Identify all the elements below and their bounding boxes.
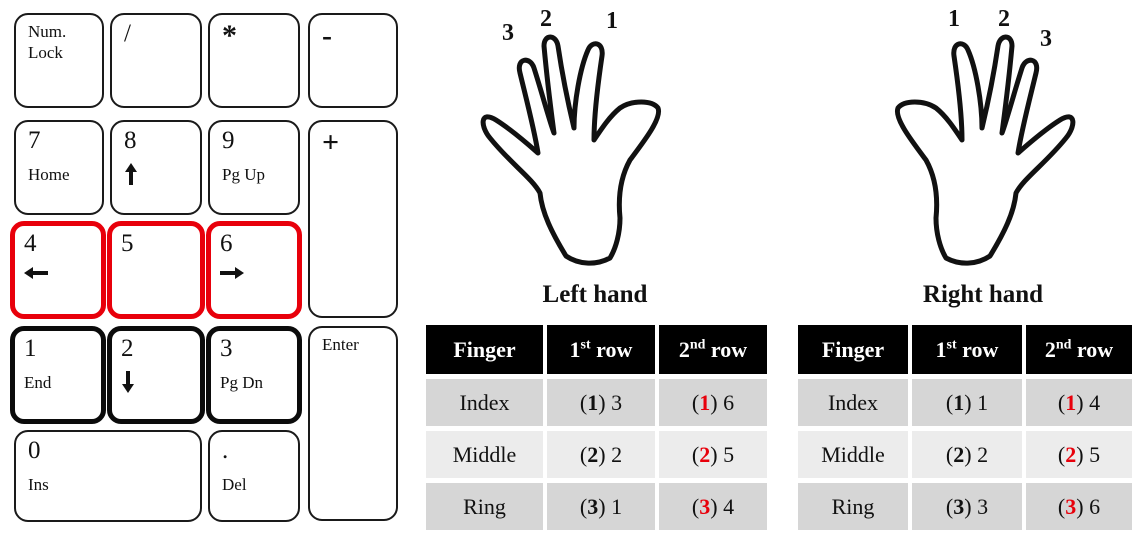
right-hand-title: Right hand <box>922 281 1044 308</box>
table-row: Ring (3) 3 (3) 6 <box>798 483 1132 530</box>
minus-key[interactable]: - <box>308 13 398 108</box>
second-row-cell: (2) 5 <box>1026 431 1132 478</box>
key-8[interactable]: 8 <box>110 120 202 215</box>
left-hand-table: Finger 1st row 2nd row Index (1) 3 (1) 6… <box>422 320 771 535</box>
key-4-label: 4 <box>24 230 37 257</box>
left-hand-icon <box>480 34 662 266</box>
finger-name: Ring <box>798 483 908 530</box>
key-0-label: 0 <box>28 437 41 464</box>
table-row: Index (1) 3 (1) 6 <box>426 379 767 426</box>
second-row-cell: (3) 4 <box>659 483 767 530</box>
finger-name: Middle <box>798 431 908 478</box>
header-finger: Finger <box>798 325 908 374</box>
table-row: Ring (3) 1 (3) 4 <box>426 483 767 530</box>
down-arrow-icon <box>122 371 134 393</box>
right-hand-table: Finger 1st row 2nd row Index (1) 1 (1) 4… <box>794 320 1136 535</box>
key-7[interactable]: 7 Home <box>14 120 104 215</box>
first-row-cell: (2) 2 <box>912 431 1022 478</box>
finger-name: Middle <box>426 431 543 478</box>
key-3-label: 3 <box>220 335 233 362</box>
decimal-key[interactable]: . Del <box>208 430 300 522</box>
key-3-sublabel: Pg Dn <box>220 373 263 392</box>
key-9-label: 9 <box>222 127 235 154</box>
table-header-row: Finger 1st row 2nd row <box>426 325 767 374</box>
right-arrow-icon <box>220 267 244 279</box>
second-row-cell: (3) 6 <box>1026 483 1132 530</box>
plus-key[interactable]: + <box>308 120 398 318</box>
key-7-label: 7 <box>28 127 41 154</box>
left-arrow-icon <box>24 267 48 279</box>
header-second-row: 2nd row <box>659 325 767 374</box>
header-first-row: 1st row <box>912 325 1022 374</box>
slash-label: / <box>124 20 131 47</box>
header-second-row: 2nd row <box>1026 325 1132 374</box>
key-2[interactable]: 2 <box>107 326 205 424</box>
table-row: Index (1) 1 (1) 4 <box>798 379 1132 426</box>
key-9[interactable]: 9 Pg Up <box>208 120 300 215</box>
key-4[interactable]: 4 <box>10 221 106 319</box>
first-row-cell: (3) 3 <box>912 483 1022 530</box>
key-0[interactable]: 0 Ins <box>14 430 202 522</box>
enter-label: Enter <box>322 335 359 354</box>
header-first-row: 1st row <box>547 325 655 374</box>
table-row: Middle (2) 2 (2) 5 <box>426 431 767 478</box>
key-0-sublabel: Ins <box>28 475 49 494</box>
left-ring-finger-label: 3 <box>502 20 514 46</box>
key-9-sublabel: Pg Up <box>222 165 265 184</box>
key-1-sublabel: End <box>24 373 52 392</box>
key-5[interactable]: 5 <box>107 221 205 319</box>
finger-name: Index <box>426 379 543 426</box>
key-3[interactable]: 3 Pg Dn <box>206 326 302 424</box>
key-8-label: 8 <box>124 127 137 154</box>
decimal-label: . <box>222 437 229 464</box>
enter-key[interactable]: Enter <box>308 326 398 521</box>
key-1[interactable]: 1 End <box>10 326 106 424</box>
second-row-cell: (1) 6 <box>659 379 767 426</box>
minus-label: - <box>322 19 332 52</box>
right-middle-finger-label: 2 <box>998 6 1010 32</box>
key-5-label: 5 <box>121 230 134 257</box>
table-row: Middle (2) 2 (2) 5 <box>798 431 1132 478</box>
key-2-label: 2 <box>121 335 134 362</box>
first-row-cell: (2) 2 <box>547 431 655 478</box>
key-6[interactable]: 6 <box>206 221 302 319</box>
key-1-label: 1 <box>24 335 37 362</box>
left-hand-title: Left hand <box>542 281 648 308</box>
second-row-cell: (1) 4 <box>1026 379 1132 426</box>
numlock-label: Num. Lock <box>28 22 67 63</box>
decimal-sublabel: Del <box>222 475 247 494</box>
key-7-sublabel: Home <box>28 165 70 184</box>
left-index-finger-label: 1 <box>606 8 618 34</box>
finger-name: Ring <box>426 483 543 530</box>
left-middle-finger-label: 2 <box>540 6 552 32</box>
right-ring-finger-label: 3 <box>1040 26 1052 52</box>
plus-label: + <box>322 126 340 159</box>
second-row-cell: (2) 5 <box>659 431 767 478</box>
right-hand-icon <box>894 34 1076 266</box>
first-row-cell: (1) 1 <box>912 379 1022 426</box>
right-index-finger-label: 1 <box>948 6 960 32</box>
multiply-key[interactable]: * <box>208 13 300 108</box>
up-arrow-icon <box>125 163 137 185</box>
finger-name: Index <box>798 379 908 426</box>
first-row-cell: (3) 1 <box>547 483 655 530</box>
first-row-cell: (1) 3 <box>547 379 655 426</box>
numlock-key[interactable]: Num. Lock <box>14 13 104 108</box>
table-header-row: Finger 1st row 2nd row <box>798 325 1132 374</box>
multiply-label: * <box>222 19 237 52</box>
key-6-label: 6 <box>220 230 233 257</box>
header-finger: Finger <box>426 325 543 374</box>
slash-key[interactable]: / <box>110 13 202 108</box>
